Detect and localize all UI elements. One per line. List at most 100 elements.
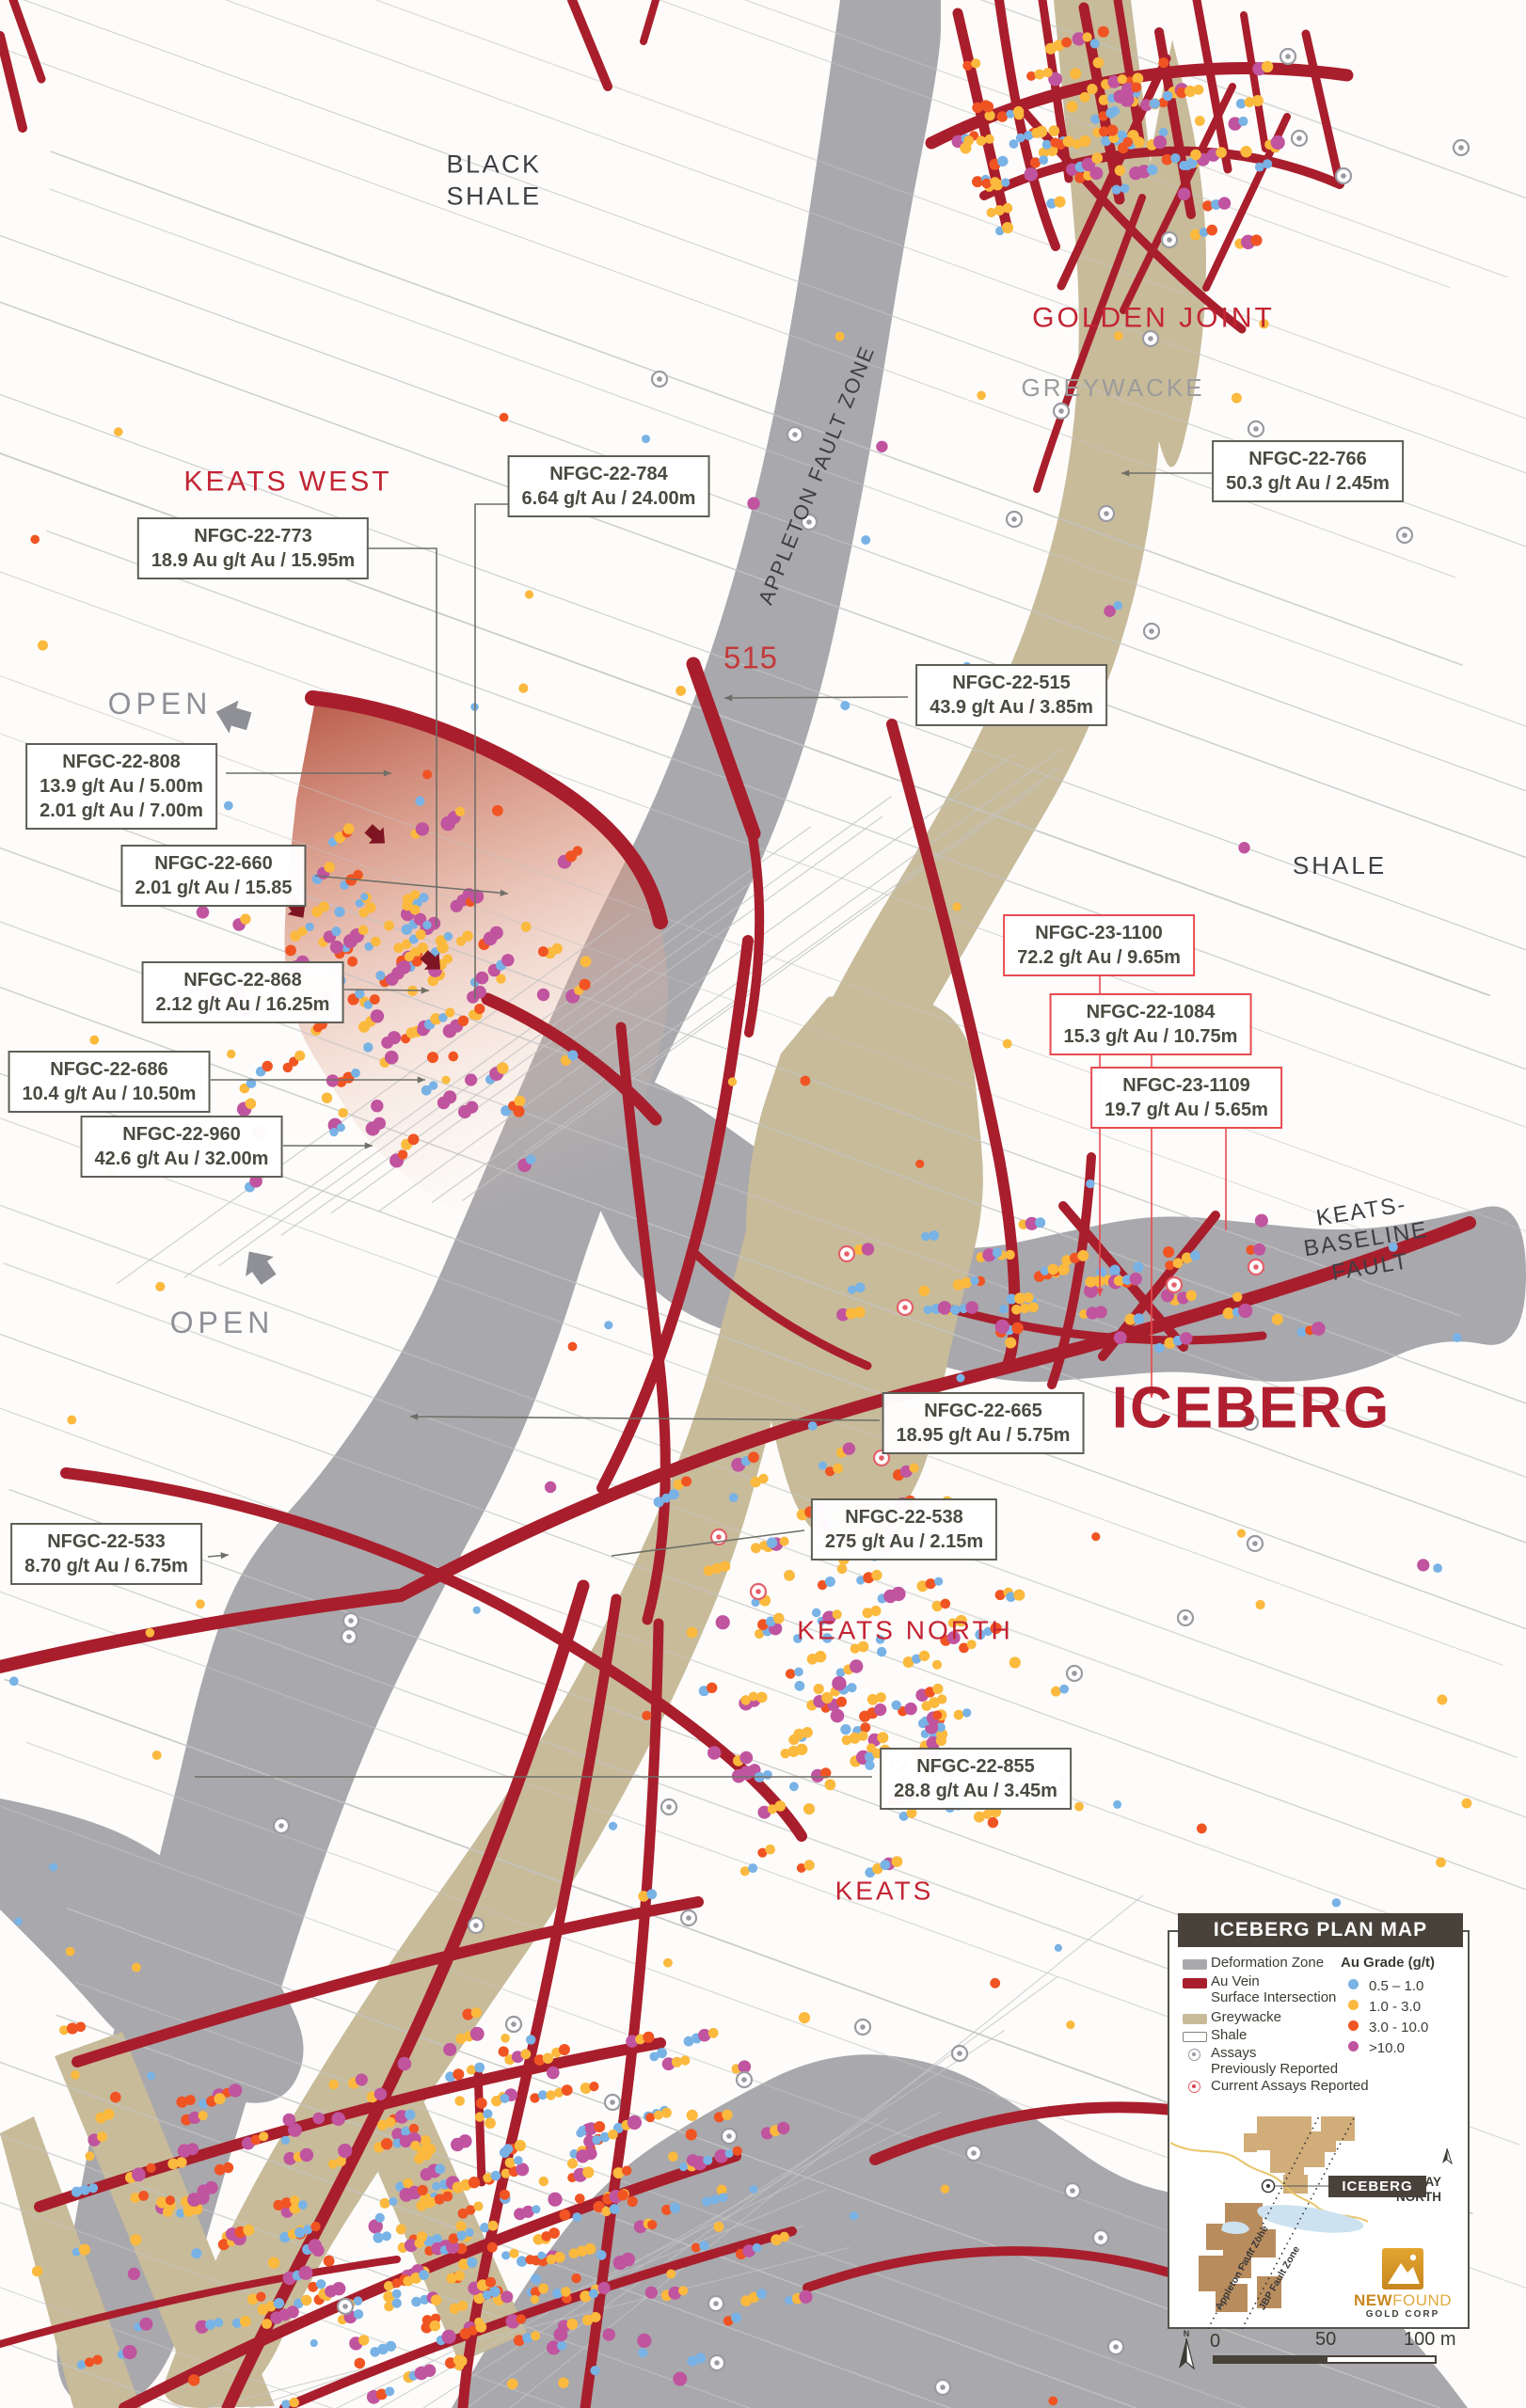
grade-dot-magenta	[1348, 2041, 1359, 2052]
assay-value: 2.12 g/t Au / 16.25m	[155, 994, 330, 1015]
drillhole-id: NFGC-22-660	[154, 853, 273, 874]
drillhole-id: NFGC-22-515	[952, 673, 1071, 693]
legend-item-label: Assays Previously Reported	[1211, 2045, 1339, 2078]
deformation-zone-swatch	[1183, 1959, 1207, 1970]
drillhole-id: NFGC-22-533	[47, 1531, 166, 1552]
label-keats-north: KEATS NORTH	[797, 1615, 1013, 1645]
legend-panel: ICEBERG PLAN MAP Deformation Zone Au Vei…	[1168, 1913, 1470, 2329]
drillhole-id: NFGC-22-538	[845, 1507, 963, 1528]
legend-title: ICEBERG PLAN MAP	[1178, 1913, 1463, 1947]
location-inset-map: QUEENSWAY NORTH ICEBERG Appleton Fault Z…	[1170, 2116, 1469, 2329]
callout-nfgc-22-665: NFGC-22-665 18.95 g/t Au / 5.75m	[882, 1392, 1085, 1454]
scale-end: 100 m	[1404, 2329, 1456, 2350]
label-iceberg: ICEBERG	[1111, 1375, 1391, 1441]
assay-value: 28.8 g/t Au / 3.45m	[894, 1781, 1057, 1801]
drillhole-id: NFGC-22-868	[183, 970, 302, 990]
assay-value: 10.4 g/t Au / 10.50m	[22, 1084, 197, 1104]
assay-value: 18.9 Au g/t Au / 15.95m	[151, 550, 356, 571]
drillhole-id: NFGC-22-784	[549, 464, 668, 484]
assay-value: 19.7 g/t Au / 5.65m	[1105, 1100, 1268, 1120]
drillhole-id: NFGC-22-766	[1248, 449, 1367, 469]
assay-value: 72.2 g/t Au / 9.65m	[1017, 947, 1181, 968]
assay-value: 275 g/t Au / 2.15m	[824, 1531, 984, 1552]
shale-swatch	[1183, 2032, 1207, 2042]
callout-nfgc-22-784: NFGC-22-784 6.64 g/t Au / 24.00m	[507, 455, 710, 517]
drillhole-id: NFGC-22-686	[50, 1059, 168, 1080]
gold-corp-wordmark: GOLD CORP	[1365, 2309, 1440, 2320]
label-open-upper: OPEN	[107, 687, 213, 721]
assays-current-ring-icon	[1188, 2081, 1200, 2093]
grade-class-label: 1.0 - 3.0	[1369, 1999, 1422, 2015]
grade-dot-blue	[1348, 1979, 1359, 1989]
legend-item-label: Deformation Zone	[1211, 1955, 1325, 1971]
label-black-shale: BLACK SHALE	[446, 150, 542, 210]
callout-nfgc-22-773: NFGC-22-773 18.9 Au g/t Au / 15.95m	[136, 517, 370, 579]
legend-item-label: Current Assays Reported	[1211, 2078, 1369, 2094]
callout-nfgc-22-960: NFGC-22-960 42.6 g/t Au / 32.00m	[80, 1116, 283, 1178]
inset-map-art	[1170, 2116, 1453, 2329]
grade-dot-yellow	[1348, 2000, 1359, 2010]
scale-mid: 50	[1315, 2329, 1337, 2350]
drillhole-id: NFGC-23-1100	[1035, 923, 1163, 943]
assays-previous-ring-icon	[1188, 2049, 1200, 2061]
assay-value: 42.6 g/t Au / 32.00m	[94, 1149, 269, 1169]
callout-nfgc-22-533: NFGC-22-533 8.70 g/t Au / 6.75m	[10, 1523, 202, 1585]
north-arrow-icon: N	[1179, 2329, 1196, 2370]
au-grade-title: Au Grade (g/t)	[1341, 1955, 1435, 1971]
grade-class-label: >10.0	[1369, 2040, 1405, 2056]
au-vein-swatch	[1183, 1978, 1207, 1988]
callout-nfgc-23-1109: NFGC-23-1109 19.7 g/t Au / 5.65m	[1090, 1067, 1282, 1129]
drillhole-id: NFGC-22-855	[916, 1756, 1035, 1777]
callout-nfgc-23-1100: NFGC-23-1100 72.2 g/t Au / 9.65m	[1003, 914, 1195, 976]
scale-start: 0	[1210, 2331, 1221, 2352]
callout-nfgc-22-686: NFGC-22-686 10.4 g/t Au / 10.50m	[8, 1051, 211, 1113]
grade-class-label: 3.0 - 10.0	[1369, 2020, 1429, 2036]
iceberg-badge: ICEBERG	[1328, 2176, 1426, 2197]
scale-bar-outline	[1326, 2355, 1437, 2364]
scale-bar-filled	[1213, 2355, 1326, 2364]
assay-value: 15.3 g/t Au / 10.75m	[1063, 1026, 1238, 1047]
drillhole-id: NFGC-23-1109	[1122, 1075, 1250, 1096]
callout-nfgc-22-855: NFGC-22-855 28.8 g/t Au / 3.45m	[880, 1748, 1072, 1810]
logo-found: FOUND	[1392, 2291, 1453, 2309]
grade-dot-orange	[1348, 2020, 1359, 2031]
drillhole-id: NFGC-22-665	[924, 1401, 1042, 1421]
newfound-logo-icon	[1382, 2248, 1423, 2289]
callout-nfgc-22-868: NFGC-22-868 2.12 g/t Au / 16.25m	[141, 961, 344, 1023]
drillhole-id: NFGC-22-1084	[1086, 1002, 1216, 1022]
newfound-wordmark: NEWFOUND	[1330, 2291, 1469, 2310]
label-shale: SHALE	[1292, 850, 1388, 879]
legend-item-label: Greywacke	[1211, 2009, 1282, 2025]
assay-value: 43.9 g/t Au / 3.85m	[930, 697, 1093, 718]
callout-nfgc-22-1084: NFGC-22-1084 15.3 g/t Au / 10.75m	[1049, 993, 1252, 1055]
label-greywacke: GREYWACKE	[1021, 372, 1205, 402]
assay-value: 6.64 g/t Au / 24.00m	[521, 488, 696, 509]
callout-nfgc-22-808: NFGC-22-808 13.9 g/t Au / 5.00m 2.01 g/t…	[25, 743, 217, 830]
assay-value: 13.9 g/t Au / 5.00m	[40, 776, 203, 797]
inset-north-arrow-icon	[1442, 2147, 1453, 2165]
legend-item-label: Au Vein Surface Intersection	[1211, 1973, 1337, 2006]
callout-nfgc-22-538: NFGC-22-538 275 g/t Au / 2.15m	[810, 1498, 998, 1560]
grade-class-label: 0.5 – 1.0	[1369, 1978, 1424, 1994]
assay-value: 50.3 g/t Au / 2.45m	[1226, 473, 1390, 494]
label-golden-joint: GOLDEN JOINT	[1032, 302, 1275, 334]
legend-item-label: Shale	[1211, 2027, 1248, 2043]
greywacke-swatch	[1183, 2014, 1207, 2024]
label-keats-west: KEATS WEST	[183, 466, 392, 498]
logo-new: NEW	[1353, 2291, 1393, 2309]
drillhole-id: NFGC-22-960	[122, 1124, 241, 1145]
drillhole-id: NFGC-22-773	[194, 526, 312, 547]
label-515: 515	[723, 640, 779, 675]
assay-value: 2.01 g/t Au / 15.85	[135, 878, 293, 898]
assay-value: 18.95 g/t Au / 5.75m	[896, 1425, 1071, 1446]
label-open-lower: OPEN	[169, 1306, 275, 1339]
drillhole-id: NFGC-22-808	[62, 752, 181, 772]
assay-dots-layer	[8, 25, 1472, 2408]
callout-nfgc-22-515: NFGC-22-515 43.9 g/t Au / 3.85m	[915, 664, 1107, 726]
assay-value: 2.01 g/t Au / 7.00m	[40, 800, 203, 821]
callout-nfgc-22-660: NFGC-22-660 2.01 g/t Au / 15.85	[120, 845, 307, 907]
assay-value: 8.70 g/t Au / 6.75m	[24, 1556, 188, 1576]
svg-text:N: N	[1184, 2329, 1190, 2338]
